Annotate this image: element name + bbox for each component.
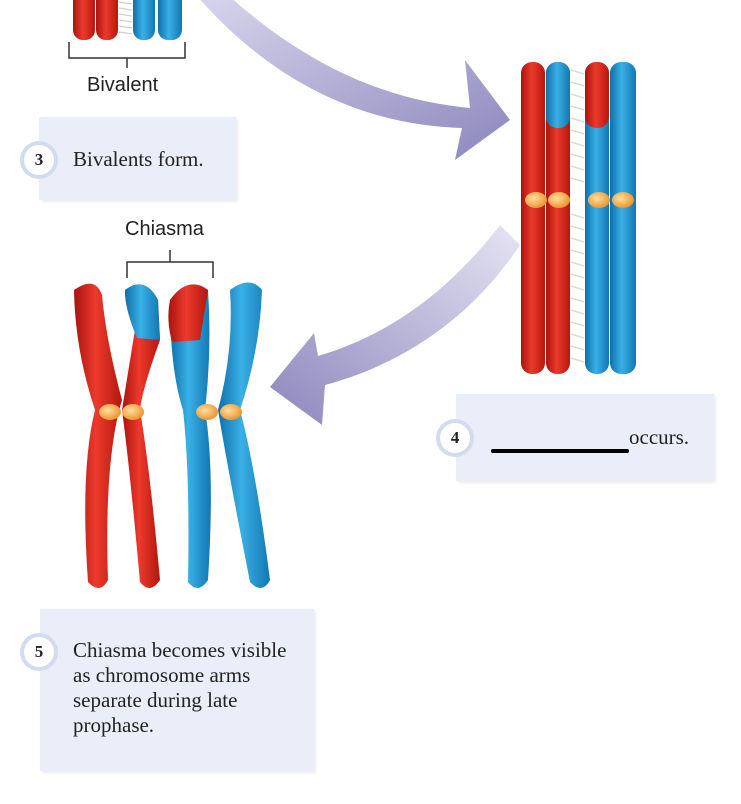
step-5-number: 5 xyxy=(24,637,54,667)
step-4-blank-line xyxy=(491,449,629,453)
step-3-text: Bivalents form. xyxy=(73,147,204,171)
bivalent-label: Bivalent xyxy=(87,74,159,96)
step-3-box xyxy=(39,117,236,200)
step-3-number: 3 xyxy=(24,145,54,175)
bivalent-chromosomes xyxy=(73,0,182,40)
bivalent-bracket xyxy=(68,42,186,68)
step-4-number: 4 xyxy=(440,423,470,453)
chiasma-bracket xyxy=(126,250,214,278)
crossover-chromosomes xyxy=(521,62,636,374)
arrow-to-step-5 xyxy=(270,225,520,425)
step-4-text: occurs. xyxy=(629,425,690,449)
chiasma-label: Chiasma xyxy=(125,218,204,240)
separating-chromosomes xyxy=(74,282,270,589)
step-5-box xyxy=(40,609,314,771)
step-5-text: Chiasma becomes visible as chromosome ar… xyxy=(73,638,287,737)
arrow-to-step-4 xyxy=(200,0,510,160)
step-4-box xyxy=(456,394,714,481)
